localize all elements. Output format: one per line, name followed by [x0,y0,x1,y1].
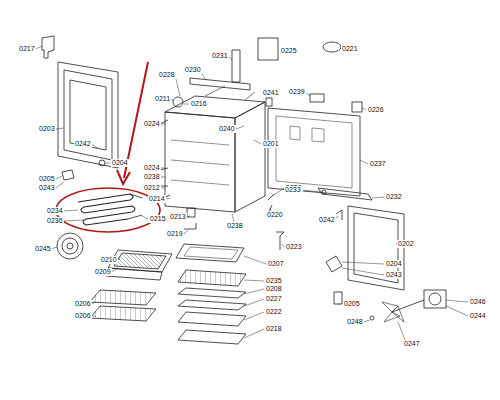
callout-number: 0201 [262,140,280,148]
callout-number: 0248 [346,318,364,326]
callout-number: 0246 [469,298,487,306]
callout-number: 0239 [288,88,306,96]
callout-number: 0222 [265,308,283,316]
callout-number: 0228 [158,71,176,79]
callout-number: 0243 [38,184,56,192]
callout-number: 0220 [266,211,284,219]
callout-number: 0218 [265,325,283,333]
callout-number: 0238 [143,173,161,181]
callout-number: 0230 [184,66,202,74]
callout-number: 0205 [343,300,361,308]
callout-number: 0244 [469,312,487,320]
callout-number: 0224 [143,120,161,128]
callout-number: 0245 [34,245,52,253]
callout-number: 0207 [267,260,285,268]
callout-number: 0217 [18,45,36,53]
callout-number: 0206 [74,300,92,308]
callout-number: 0203 [38,125,56,133]
callout-number: 0241 [262,89,280,97]
callout-number: 0206 [74,312,92,320]
callout-number: 0236 [46,217,64,225]
callout-number: 0225 [280,47,298,55]
callout-number: 0227 [265,295,283,303]
callout-number: 0242 [74,140,92,148]
callout-number: 0210 [100,256,118,264]
callout-number: 0231 [211,52,229,60]
callout-number: 0214 [148,195,166,203]
callout-number: 0204 [111,159,129,167]
callout-number: 0233 [284,186,302,194]
callout-number: 0205 [38,175,56,183]
callout-number: 0212 [143,184,161,192]
callout-number: 0237 [369,160,387,168]
callout-number: 0240 [218,125,236,133]
callout-number: 0208 [265,285,283,293]
callout-number: 0219 [166,230,184,238]
callout-number: 0221 [341,45,359,53]
callout-number: 0213 [169,213,187,221]
callout-number: 0223 [285,243,303,251]
callout-number: 0234 [46,207,64,215]
callout-number: 0211 [154,95,171,103]
callout-number: 0242 [318,216,336,224]
callout-number: 0238 [226,222,244,230]
callout-number: 0247 [403,340,421,348]
callout-number: 0209 [94,268,112,276]
callout-number: 0215 [149,215,167,223]
callout-number: 0232 [385,193,403,201]
callout-number: 0204 [385,260,403,268]
callout-number: 0235 [265,277,283,285]
callout-number: 0243 [385,271,403,279]
callout-number: 0216 [190,100,208,108]
callout-number: 0202 [397,240,415,248]
callout-number: 0224 [143,164,161,172]
callout-number: 0226 [367,106,385,114]
